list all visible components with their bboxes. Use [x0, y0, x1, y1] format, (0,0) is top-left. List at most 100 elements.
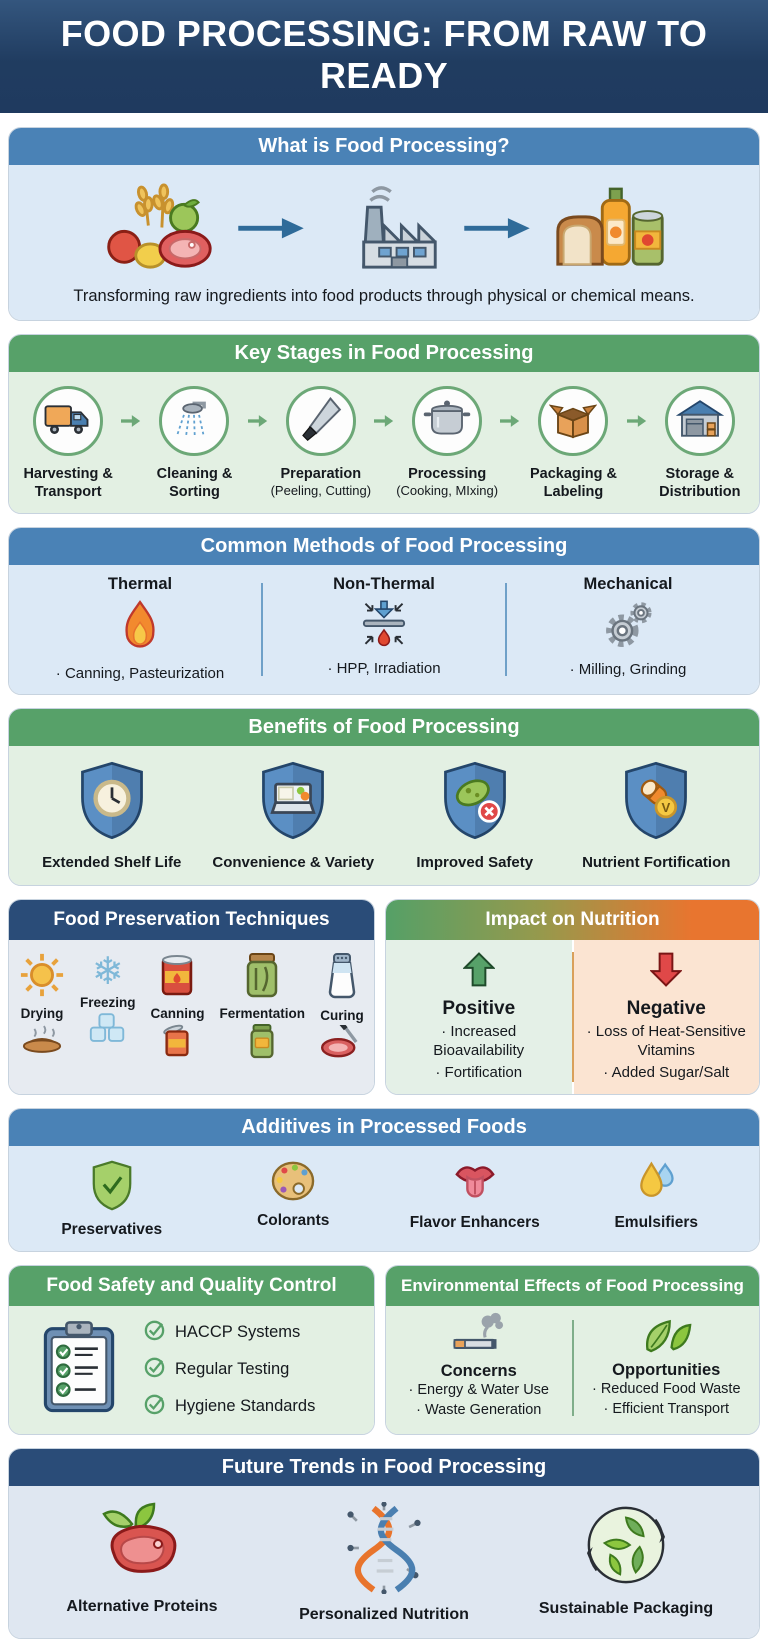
additive-item: Flavor Enhancers — [384, 1160, 566, 1239]
check-circle-icon — [143, 1355, 166, 1383]
stage-title: Processing — [408, 466, 487, 482]
safety-item-label: Regular Testing — [175, 1359, 290, 1378]
section-trends: Future Trends in Food Processing Alterna… — [8, 1448, 760, 1640]
stage-arrow-icon — [373, 414, 394, 433]
section-preservation-header: Food Preservation Techniques — [9, 899, 374, 940]
stage-item: Packaging & Labeling — [520, 386, 626, 501]
environment-bullet: · Waste Generation — [416, 1401, 542, 1418]
benefit-label: Extended Shelf Life — [42, 854, 182, 872]
stage-sub: (Cooking, MIxing) — [396, 483, 499, 499]
factory-icon — [326, 181, 442, 279]
small-jar-icon — [246, 1023, 278, 1064]
section-impact-body: Positive · Increased Bioavailability · F… — [386, 939, 759, 1095]
section-impact-header: Impact on Nutrition — [386, 899, 759, 940]
trend-label: Sustainable Packaging — [538, 1600, 714, 1618]
preservation-label: Freezing — [79, 994, 136, 1010]
stage-arrow-icon — [626, 414, 647, 433]
stage-arrow-icon — [247, 414, 268, 433]
preservation-row: Drying ❄ Freezing — [17, 948, 366, 1066]
truck-icon — [44, 400, 92, 443]
poster-title: FOOD PROCESSING: FROM RAW TO READY — [0, 0, 768, 113]
method-title: Non-Thermal — [333, 575, 435, 594]
trend-item: Alternative Proteins — [21, 1502, 263, 1624]
environment-concerns: Concerns · Energy & Water Use · Waste Ge… — [386, 1312, 572, 1424]
section-what-body: Transforming raw ingredients into food p… — [9, 165, 759, 320]
section-impact: Impact on Nutrition Positive · Increased… — [385, 898, 760, 1096]
section-environment: Environmental Effects of Food Processing… — [385, 1265, 760, 1436]
section-additives-header: Additives in Processed Foods — [9, 1109, 759, 1147]
preservation-item: ❄ Freezing — [80, 952, 136, 1050]
cooking-pot-icon — [423, 399, 471, 443]
stage-circle — [285, 386, 356, 456]
trend-item: Personalized Nutrition — [263, 1501, 505, 1624]
section-safety-body: HACCP Systems Regular Testing Hygiene St… — [9, 1306, 374, 1435]
preservation-item: Drying — [19, 952, 65, 1059]
dna-icon — [346, 1501, 422, 1599]
method-thermal: Thermal · Canning, Pasteurization — [19, 573, 261, 686]
pie-icon — [21, 1023, 63, 1059]
stages-row: Harvesting & Transport — [15, 384, 753, 503]
benefits-row: Extended Shelf Life Convenience & Variet… — [21, 756, 747, 875]
preservation-label: Curing — [320, 1007, 364, 1023]
salt-shaker-icon — [323, 952, 361, 1005]
section-environment-body: Concerns · Energy & Water Use · Waste Ge… — [386, 1306, 759, 1435]
impact-bullet: · Loss of Heat-Sensitive Vitamins — [586, 1022, 746, 1060]
knife-icon — [299, 396, 343, 446]
safety-item: Regular Testing — [143, 1355, 315, 1383]
food-products-icon — [552, 181, 668, 279]
benefit-item: Extended Shelf Life — [21, 760, 203, 873]
arrow-right-icon — [462, 216, 532, 245]
stage-title: Preparation — [280, 466, 362, 482]
raw-ingredients-icon — [100, 181, 216, 279]
trend-label: Alternative Proteins — [66, 1598, 218, 1616]
divider — [571, 1320, 574, 1417]
section-stages-body: Harvesting & Transport — [9, 372, 759, 514]
tin-can-icon — [157, 952, 197, 1003]
additives-row: Preservatives Colorants — [21, 1156, 747, 1241]
row-preservation-impact: Food Preservation Techniques — [8, 898, 760, 1096]
method-title: Thermal — [107, 575, 173, 594]
safety-list: HACCP Systems Regular Testing Hygiene St… — [143, 1318, 315, 1420]
leaves-icon — [640, 1312, 692, 1358]
preservation-label: Drying — [20, 1005, 64, 1021]
benefit-item: Improved Safety — [384, 760, 566, 873]
ice-cubes-icon — [87, 1012, 129, 1050]
gears-icon — [602, 599, 654, 656]
impact-positive: Positive · Increased Bioavailability · F… — [386, 939, 572, 1095]
shield-vitamins-icon: V — [621, 760, 691, 846]
trend-label: Personalized Nutrition — [299, 1606, 469, 1624]
pressure-press-icon — [356, 599, 412, 655]
safety-item-label: Hygiene Standards — [175, 1396, 316, 1415]
benefit-label: Nutrient Fortification — [582, 854, 731, 872]
stage-item: Harvesting & Transport — [15, 386, 121, 501]
impact-bullet: · Fortification — [435, 1063, 523, 1081]
additive-item: Preservatives — [21, 1160, 203, 1239]
divider — [571, 951, 574, 1083]
tongue-icon — [452, 1160, 498, 1209]
section-environment-header: Environmental Effects of Food Processing — [386, 1266, 759, 1307]
spray-icon — [171, 398, 217, 444]
environment-bullet: · Efficient Transport — [603, 1400, 729, 1417]
process-flow — [21, 175, 747, 279]
preservation-item: Fermentation — [219, 952, 305, 1064]
section-stages: Key Stages in Food Processing Harve — [8, 334, 760, 515]
flame-icon — [115, 599, 165, 660]
additive-label: Emulsifiers — [614, 1214, 699, 1232]
clipboard-icon — [37, 1318, 121, 1420]
method-desc: · Milling, Grinding — [569, 661, 687, 679]
cardboard-box-icon — [549, 398, 598, 445]
stage-title: Storage & Distribution — [659, 466, 741, 501]
opened-can-icon — [160, 1023, 194, 1062]
divider — [505, 583, 507, 677]
benefit-item: V Nutrient Fortification — [566, 760, 748, 873]
stage-arrow-icon — [121, 414, 141, 433]
stage-sub: (Peeling, Cutting) — [270, 483, 372, 499]
meat-leaf-icon — [100, 1502, 184, 1591]
arrow-down-icon — [649, 952, 683, 992]
section-safety-header: Food Safety and Quality Control — [9, 1266, 374, 1307]
safety-item: Hygiene Standards — [143, 1392, 315, 1420]
preservation-label: Canning — [150, 1005, 205, 1021]
section-methods-body: Thermal · Canning, Pasteurization Non-Th… — [9, 565, 759, 695]
stage-arrow-icon — [500, 414, 520, 433]
method-desc: · Canning, Pasteurization — [55, 665, 225, 683]
